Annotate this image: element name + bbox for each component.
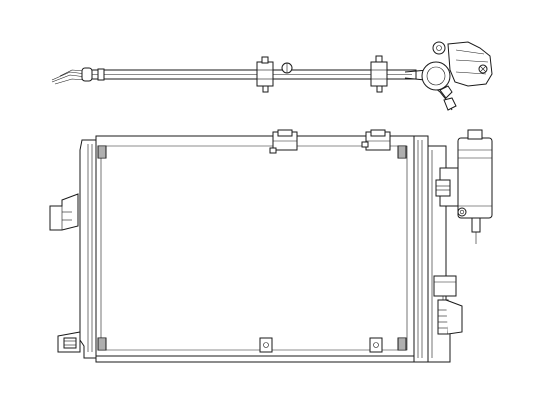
front-view (50, 130, 492, 362)
bottom-bracket-right (370, 338, 382, 352)
top-tube (82, 68, 416, 81)
receiver-drier-top (405, 42, 492, 110)
top-view (52, 42, 492, 110)
left-lower-mount (58, 332, 80, 352)
left-header-tank (80, 140, 96, 358)
receiver-drier-front (436, 130, 492, 244)
top-bracket-center (270, 130, 297, 153)
center-bracket (257, 57, 292, 92)
condenser-core (96, 136, 414, 362)
bottom-bracket-center (260, 338, 272, 352)
corner-clip-bottom-right (398, 338, 406, 350)
corner-clip-bottom-left (98, 338, 106, 350)
lower-pipe-fitting (434, 276, 462, 334)
corner-clip-top-left (98, 146, 106, 158)
right-bracket (371, 56, 387, 92)
top-bracket-right (362, 130, 390, 150)
corner-clip-top-right (398, 146, 406, 158)
left-upper-bracket (50, 194, 78, 230)
wire-ends (52, 70, 86, 84)
